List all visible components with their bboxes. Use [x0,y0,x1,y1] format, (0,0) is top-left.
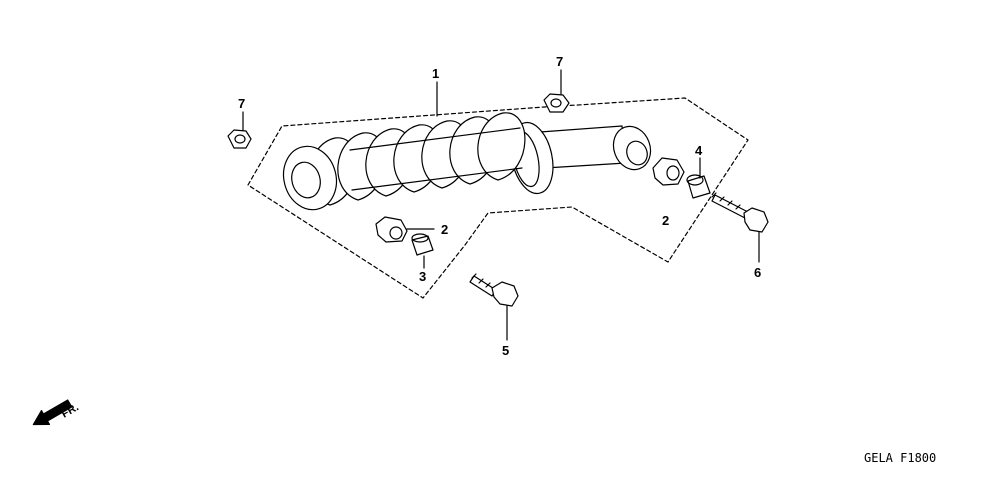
callout-3: 3 [419,269,426,284]
bolt-6 [711,192,769,233]
nut-7-left [227,129,252,149]
callout-5: 5 [502,343,509,358]
callout-7-top: 7 [556,54,563,69]
diagram-code: GELA F1800 [864,451,936,465]
collar-4 [686,174,711,199]
shock-absorber [282,112,652,211]
bushing-2-left [375,216,408,243]
front-direction-arrow-icon [32,399,73,426]
callout-7-left: 7 [238,96,245,111]
callout-2-left: 2 [441,222,448,237]
callout-1: 1 [432,66,439,81]
bushing-2-right [652,157,685,186]
bolt-5 [469,273,519,307]
callout-6: 6 [754,265,761,280]
nut-7-top [543,93,570,113]
assembly-outline [247,97,749,299]
callout-4: 4 [695,143,703,158]
callout-2-right: 2 [662,213,669,228]
spring-coils [309,112,526,206]
collar-3 [411,233,434,256]
